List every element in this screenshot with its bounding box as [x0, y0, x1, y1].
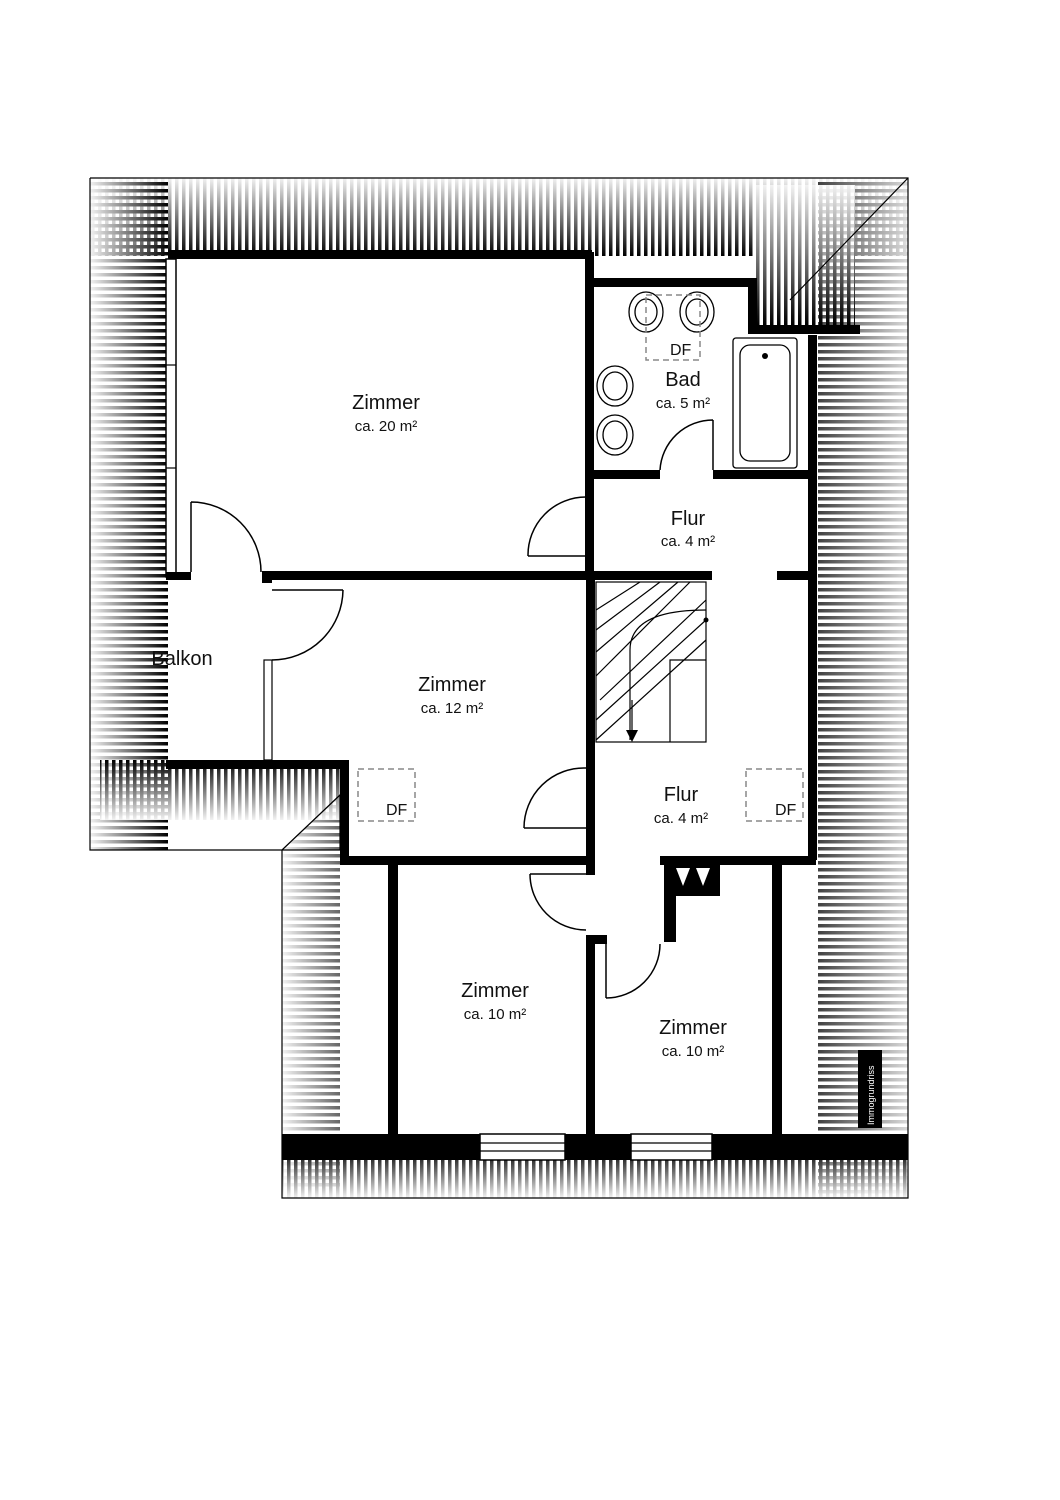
doors — [190, 419, 714, 999]
room-zimmer-20-area: ca. 20 m² — [355, 418, 418, 435]
dormer-outline-zimmer-12 — [357, 768, 416, 822]
dormer-outline-bad — [645, 294, 701, 361]
room-flur-lower-area: ca. 4 m² — [654, 810, 708, 827]
room-zimmer-12-area: ca. 12 m² — [421, 700, 484, 717]
room-flur-upper-area: ca. 4 m² — [661, 533, 715, 550]
bath-fixtures — [596, 291, 798, 469]
room-flur-lower-name: Flur — [664, 784, 699, 806]
dormer-label-zimmer-12: DF — [386, 802, 408, 819]
dormer-label-flur: DF — [775, 802, 797, 819]
watermark-box — [858, 1050, 882, 1128]
room-bad-area: ca. 5 m² — [656, 395, 710, 412]
walls — [165, 250, 908, 1161]
room-bad-name: Bad — [665, 369, 701, 391]
staircase — [595, 581, 709, 743]
room-zimmer-10-left-area: ca. 10 m² — [464, 1006, 527, 1023]
dormer-outline-flur — [745, 768, 804, 822]
room-balkon-name: Balkon — [151, 648, 212, 670]
room-zimmer-10-right-area: ca. 10 m² — [662, 1043, 725, 1060]
room-zimmer-20-name: Zimmer — [352, 392, 420, 414]
roof-hatching — [90, 178, 908, 1198]
dormer-label-bad: DF — [670, 342, 692, 359]
room-flur-upper-name: Flur — [671, 508, 706, 530]
room-zimmer-12-name: Zimmer — [418, 674, 486, 696]
room-zimmer-10-left-name: Zimmer — [461, 980, 529, 1002]
room-zimmer-10-right-name: Zimmer — [659, 1017, 727, 1039]
watermark-text: Immogrundriss — [866, 1065, 876, 1125]
